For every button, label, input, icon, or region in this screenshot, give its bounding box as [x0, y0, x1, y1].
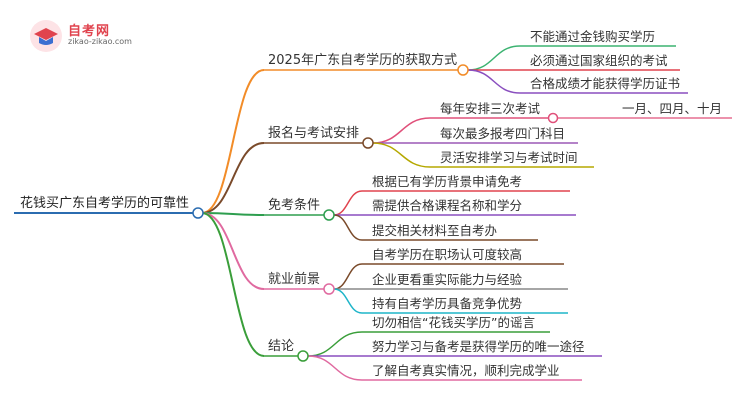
branch-connector [201, 212, 265, 357]
child-label: 自考学历在职场认可度较高 [372, 247, 523, 262]
graduation-cap-icon [30, 20, 62, 52]
child-label: 了解自考真实情况，顺利完成学业 [372, 363, 560, 378]
child-connector [333, 190, 363, 216]
branch-label: 就业前景 [268, 272, 321, 287]
logo-title: 自考网 [68, 24, 111, 39]
child-label: 必须通过国家组织的考试 [530, 53, 668, 68]
branch-label: 免考条件 [268, 198, 321, 213]
child-label: 切勿相信“花钱买学历”的谣言 [372, 315, 535, 330]
child-connector [333, 214, 363, 241]
child-label: 提交相关材料至自考办 [372, 223, 498, 238]
root-label: 花钱买广东自考学历的可靠性 [20, 196, 190, 211]
branch-connector [201, 212, 265, 216]
branch-label: 报名与考试安排 [268, 126, 360, 141]
node-dot [362, 137, 374, 149]
child-label: 企业更看重实际能力与经验 [372, 272, 523, 287]
child-label: 合格成绩才能获得学历证书 [530, 76, 681, 91]
child-label: 不能通过金钱购买学历 [530, 29, 656, 44]
node-dot [323, 283, 335, 295]
branch-label: 2025年广东自考学历的获取方式 [268, 53, 458, 68]
child-label: 需提供合格课程名称和学分 [372, 198, 523, 213]
child-label: 每次最多报考四门科目 [440, 126, 566, 141]
child-connector [467, 69, 521, 94]
child-connector [372, 142, 431, 168]
child-connector [307, 331, 363, 357]
branch-connector [201, 212, 265, 290]
child-connector [467, 45, 521, 71]
child-label: 持有自考学历具备竞争优势 [372, 296, 523, 311]
child-connector [333, 263, 363, 290]
child-connector [333, 288, 363, 314]
child-label: 努力学习与备考是获得学历的唯一途径 [372, 339, 585, 354]
child-label: 灵活安排学习与考试时间 [440, 150, 578, 165]
node-dot [457, 64, 469, 76]
grandchild-label: 一月、四月、十月 [622, 101, 723, 116]
node-dot [323, 209, 335, 221]
logo-subtitle: zikao-zikao.com [68, 37, 132, 46]
branch-connector [201, 69, 265, 214]
node-dot [547, 112, 559, 124]
logo: 自考网 zikao-zikao.com [28, 18, 168, 54]
child-label: 每年安排三次考试 [440, 101, 541, 116]
child-connector [307, 355, 363, 381]
node-dot [297, 350, 309, 362]
child-label: 根据已有学历背景申请免考 [372, 174, 523, 189]
branch-connector [201, 142, 265, 214]
node-dot [192, 207, 204, 219]
child-connector [372, 117, 431, 144]
branch-label: 结论 [268, 339, 295, 354]
